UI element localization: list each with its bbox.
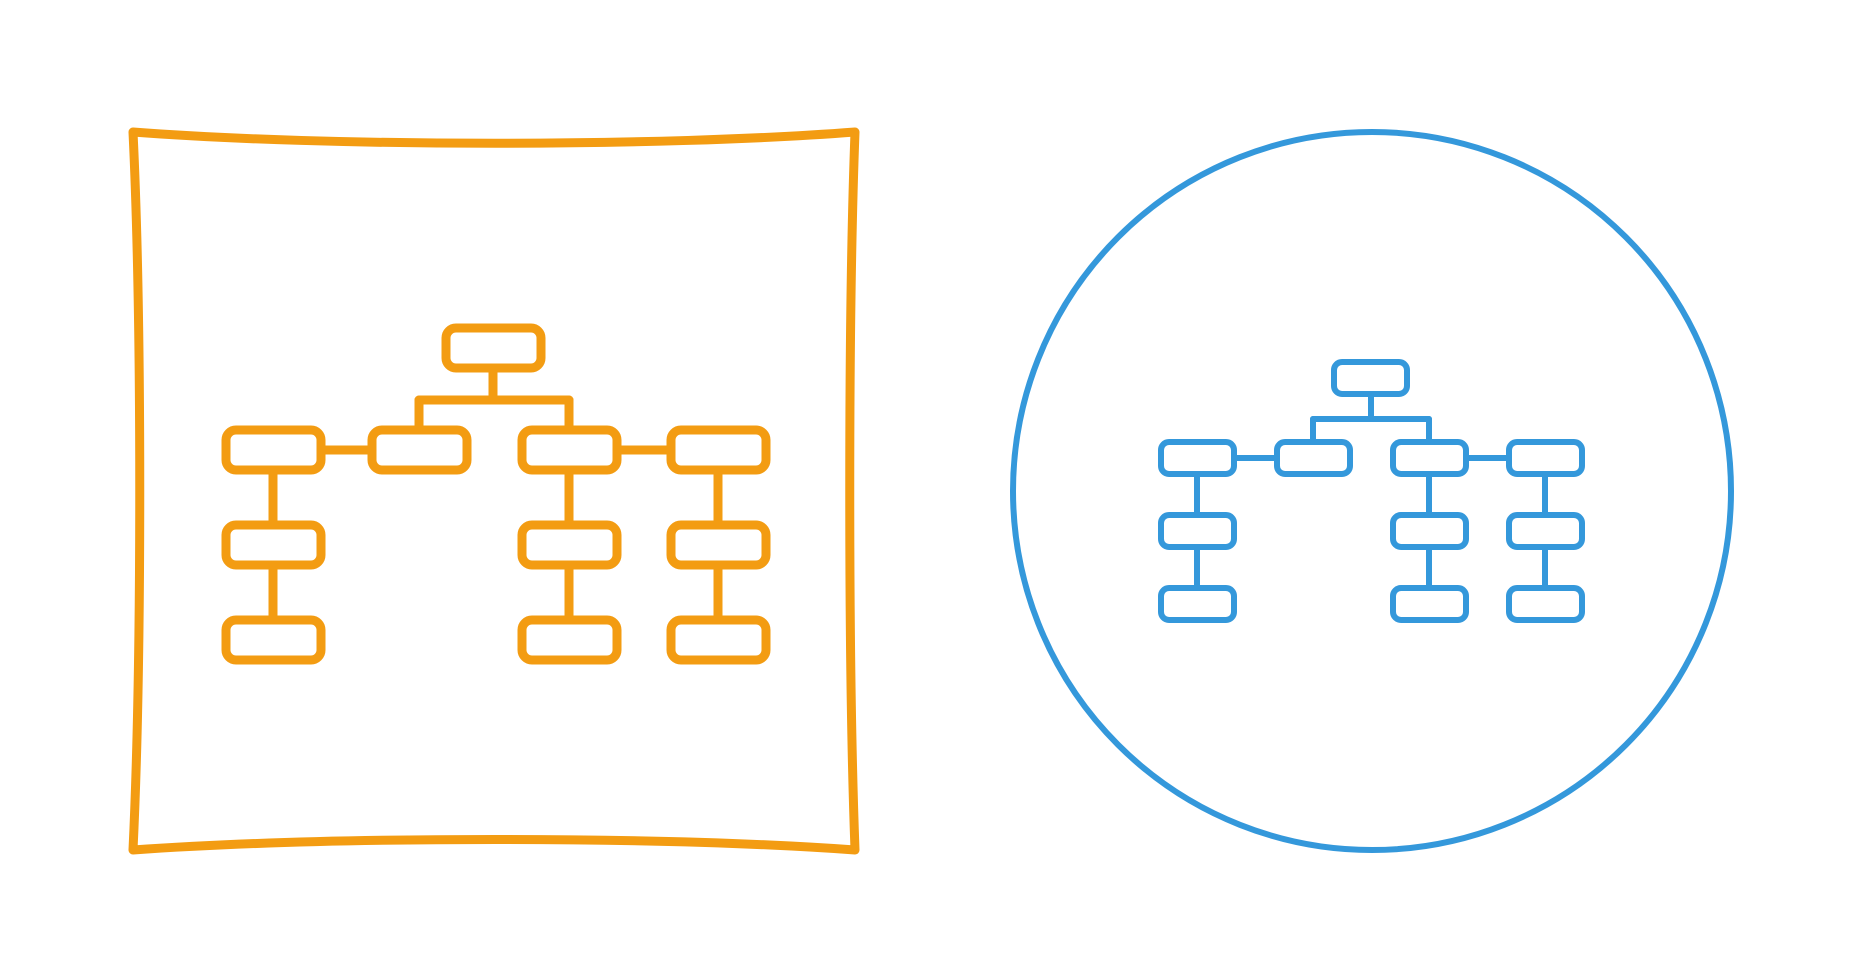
sitemap-node — [1506, 439, 1585, 477]
sitemap-node — [1506, 585, 1585, 623]
sitemap-node — [666, 520, 771, 570]
sitemap-icon-circle-variant — [1010, 129, 1734, 853]
sitemap-node — [1158, 585, 1237, 623]
sitemap-node — [221, 615, 326, 665]
sitemap-node — [517, 520, 622, 570]
sitemap-node — [1158, 512, 1237, 550]
sitemap-node-root — [441, 323, 546, 373]
sitemap-node — [1506, 512, 1585, 550]
sitemap-node — [1158, 439, 1237, 477]
square-frame — [128, 127, 860, 855]
sitemap-node — [1390, 585, 1469, 623]
sitemap-node-root — [1331, 359, 1410, 397]
sitemap-node — [1390, 512, 1469, 550]
sitemap-node — [367, 425, 472, 475]
sitemap-icon-square-variant — [128, 127, 860, 855]
sitemap-node — [517, 425, 622, 475]
sitemap-node — [221, 520, 326, 570]
sitemap-node — [1274, 439, 1353, 477]
sitemap-node — [666, 615, 771, 665]
sitemap-node — [666, 425, 771, 475]
sitemap-node — [221, 425, 326, 475]
sitemap-tree — [1158, 359, 1585, 623]
sitemap-node — [517, 615, 622, 665]
sitemap-tree — [221, 323, 771, 665]
sitemap-node — [1390, 439, 1469, 477]
circle-frame — [1010, 129, 1734, 853]
